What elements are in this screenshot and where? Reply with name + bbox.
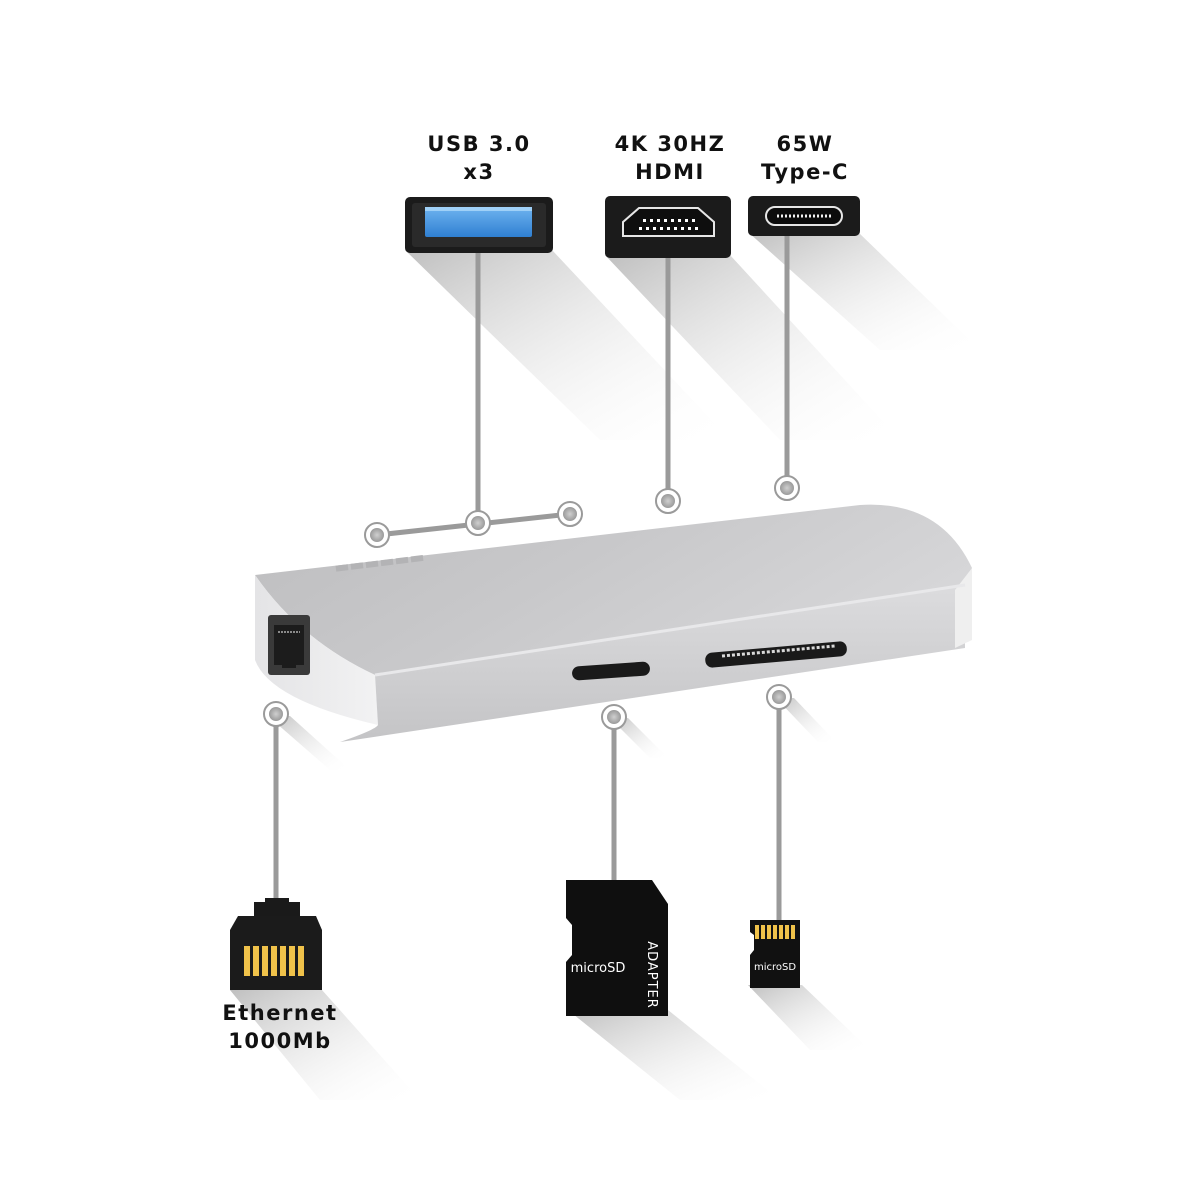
sd-slot <box>705 641 847 668</box>
adapter-shadow <box>568 1010 780 1100</box>
callout-dot <box>601 704 627 730</box>
usb-label-line1: USB 3.0 <box>427 132 531 156</box>
callout-dot <box>655 488 681 514</box>
adapter-microsd-text: microSD <box>571 961 626 976</box>
callout-dot <box>465 510 491 536</box>
typec-label-line2: Type-C <box>761 160 849 184</box>
usb-label-line2: x3 <box>463 160 495 184</box>
ethernet-label-line1: Ethernet <box>222 1001 338 1025</box>
callout-dots <box>263 475 800 730</box>
sd2-dot-shadow <box>776 698 836 742</box>
microsd-slot <box>572 661 650 681</box>
hdmi-shadow <box>605 255 900 440</box>
hdmi-label: 4K 30HZ HDMI <box>600 130 740 186</box>
eth-dot-shadow <box>268 716 350 770</box>
callout-dot <box>263 701 289 727</box>
ethernet-jack <box>268 615 310 675</box>
microsd-pins <box>755 925 795 939</box>
connector-shadows <box>230 232 980 1100</box>
hdmi-label-line1: 4K 30HZ <box>614 132 726 156</box>
callout-dot <box>774 475 800 501</box>
ethernet-plug-icon <box>230 898 322 990</box>
typec-shadow <box>748 232 980 350</box>
sd1-dot-shadow <box>610 718 668 758</box>
microsd-card-icon: microSD <box>750 920 800 988</box>
callout-dot <box>364 522 390 548</box>
ethernet-label: Ethernet 1000Mb <box>210 999 350 1055</box>
ethernet-pins <box>244 946 304 976</box>
ethernet-label-line2: 1000Mb <box>228 1029 332 1053</box>
hdmi-label-line2: HDMI <box>635 160 705 184</box>
callout-lines <box>273 236 790 920</box>
usb-label: USB 3.0 x3 <box>414 130 544 186</box>
typec-port-icon <box>748 196 860 236</box>
card-microsd-text: microSD <box>754 962 796 973</box>
usb-port-icon <box>405 197 553 253</box>
hdmi-port-icon <box>605 196 731 258</box>
usb-shadow <box>405 250 730 440</box>
ethernet-shadow <box>230 990 420 1100</box>
callout-dot <box>766 684 792 710</box>
microsd-shadow <box>748 985 870 1050</box>
typec-label: 65W Type-C <box>745 130 865 186</box>
typec-label-line1: 65W <box>776 132 834 156</box>
usb-c-hub: ▬▬▬▬▬▬ <box>255 504 972 742</box>
callout-dot <box>557 501 583 527</box>
sd-adapter-icon: microSD ADAPTER <box>566 880 668 1016</box>
adapter-word-text: ADAPTER <box>644 941 659 1009</box>
